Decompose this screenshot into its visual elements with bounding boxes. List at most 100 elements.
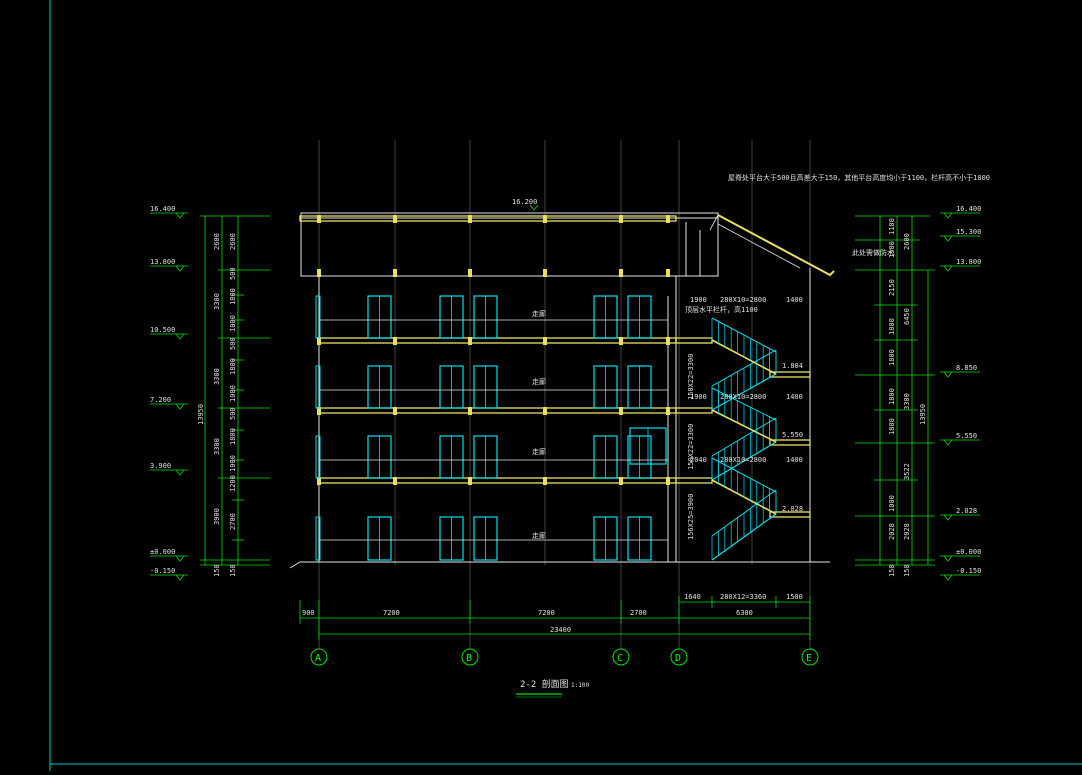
level-triangle (943, 212, 953, 219)
dim-left-outer: 1000 (229, 455, 237, 472)
stair-dim: 280X10=2800 (720, 393, 766, 401)
column-stub (619, 337, 623, 345)
axis-bubble (310, 648, 328, 666)
dim-left-outer: 500 (229, 267, 237, 280)
column-stub (666, 477, 670, 485)
level-triangle (943, 265, 953, 272)
axis-label: A (315, 653, 321, 664)
level-triangle (529, 204, 539, 211)
stair-dim: 1900 (690, 296, 707, 304)
stair-vertical-dim: 150X22=3300 (687, 424, 695, 470)
stair-dim: 2040 (690, 456, 707, 464)
room-label: 走廊 (532, 377, 546, 386)
dim-stair-bottom: 1640 (684, 593, 701, 601)
dim-right-outer: 3300 (903, 393, 911, 410)
axis-bubble (612, 648, 630, 666)
level-label-left: 13.800 (150, 258, 175, 266)
dim-right-inner: 150 (888, 564, 896, 577)
landing-slab (769, 439, 811, 446)
roof-slope (709, 214, 835, 277)
column-stub (393, 215, 397, 223)
landing-slab (675, 477, 713, 484)
column-stub (393, 337, 397, 345)
column-stub (393, 477, 397, 485)
stair-note: 顶层水平栏杆，高1100 (685, 305, 758, 314)
landing-slab (769, 371, 811, 378)
dim-left-outer: 1000 (229, 385, 237, 402)
column-stub (666, 337, 670, 345)
dim-left-inner: 3900 (213, 508, 221, 525)
level-label-left: 10.500 (150, 326, 175, 334)
drawing-scale: 1:100 (571, 682, 589, 689)
dim-right-outer: 3522 (903, 463, 911, 480)
dim-left-outer: 500 (229, 337, 237, 350)
interior-lines (319, 319, 668, 541)
column-stub (317, 477, 321, 485)
landing-slab (675, 407, 713, 414)
dim-right-outer: 6450 (903, 308, 911, 325)
axis-label: E (806, 653, 812, 664)
level-label-right: ±0.000 (956, 548, 981, 556)
dim-left-inner: 2600 (213, 233, 221, 250)
column-stub (543, 215, 547, 223)
stair-dim: 1900 (690, 393, 707, 401)
end-window (315, 295, 321, 339)
level-label-left: -0.150 (150, 567, 175, 575)
level-triangle (943, 514, 953, 521)
level-label-right: 13.800 (956, 258, 981, 266)
stair-dim: 1400 (786, 296, 803, 304)
dim-bottom-total: 23400 (550, 626, 571, 634)
dim-left-inner: 3300 (213, 368, 221, 385)
end-window (315, 435, 321, 479)
dim-right-inner: 2150 (888, 279, 896, 296)
landing-slab (769, 511, 811, 518)
drawing-title-block: 2-2 剖面图 1:100 (516, 678, 589, 698)
dim-bottom-seg: 6300 (736, 609, 753, 617)
level-triangle (175, 212, 185, 219)
dim-right-inner: 1000 (888, 495, 896, 512)
dim-bottom-seg: 2700 (630, 609, 647, 617)
stair-level-label: 1.884 (782, 362, 803, 370)
level-label-left: 3.900 (150, 462, 171, 470)
axis-label: B (466, 653, 472, 664)
dim-right-outer: 150 (903, 564, 911, 577)
dim-left-outer: 500 (229, 407, 237, 420)
stair-dim: 280X10=2800 (720, 456, 766, 464)
left-dimensions (200, 215, 270, 566)
dim-left-total: 13950 (197, 404, 205, 425)
dim-left-inner: 3300 (213, 293, 221, 310)
level-label-right: 8.850 (956, 364, 977, 372)
dim-right-outer: 2600 (903, 233, 911, 250)
column-stub (666, 269, 670, 277)
dim-left-outer: 1000 (229, 315, 237, 332)
column-stub (619, 215, 623, 223)
dim-left-outer: 1800 (229, 358, 237, 375)
column-stub (468, 477, 472, 485)
column-stub (666, 215, 670, 223)
dim-bottom-seg: 7200 (538, 609, 555, 617)
dim-bottom-seg: 7200 (383, 609, 400, 617)
level-triangle (943, 439, 953, 446)
room-label: 走廊 (532, 531, 546, 540)
column-stub (543, 407, 547, 415)
dim-right-inner: 1800 (888, 349, 896, 366)
stair-level-label: 2.028 (782, 505, 803, 513)
column-stub (317, 337, 321, 345)
dim-right-inner: 2028 (888, 523, 896, 540)
building-outline (289, 212, 830, 569)
level-triangle (175, 403, 185, 410)
floor-slab (299, 215, 677, 222)
level-label-left: 7.200 (150, 396, 171, 404)
column-stub (619, 269, 623, 277)
axis-bubble (670, 648, 688, 666)
column-stub (666, 407, 670, 415)
windows (315, 295, 667, 561)
level-triangle (943, 555, 953, 562)
stair-vertical-dim: 156X25=3900 (687, 494, 695, 540)
column-stub (543, 477, 547, 485)
column-stub (317, 269, 321, 277)
annotations: 屋脊处平台大于500且高差大于150，其他平台高度均小于1100，栏杆高不小于1… (512, 173, 990, 314)
level-label-right: 5.550 (956, 432, 977, 440)
dim-left-outer: 1800 (229, 288, 237, 305)
